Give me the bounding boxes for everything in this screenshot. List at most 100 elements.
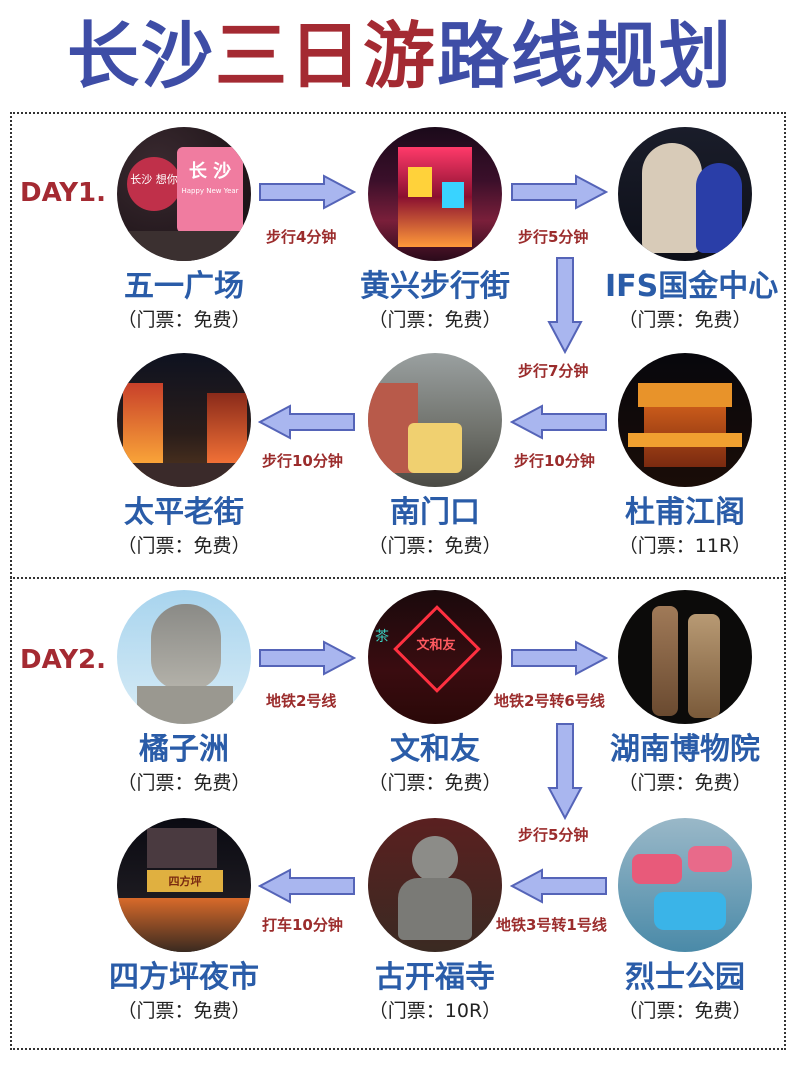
spot-nanmenkou: 南门口 （门票：免费）: [355, 353, 515, 559]
spot-kaifu-temple: 古开福寺 （门票：10R）: [355, 818, 515, 1024]
pink-boat: [688, 846, 732, 872]
spot-name: 古开福寺: [375, 960, 495, 995]
title-part-1: 长沙: [66, 14, 215, 98]
arrow-left-icon: [510, 404, 607, 440]
route-label: 步行4分钟: [266, 228, 337, 246]
heart-balloon-icon: [127, 157, 181, 211]
spot-taiping-street: 太平老街 （门票：免费）: [104, 353, 264, 559]
route-label: 步行10分钟: [262, 452, 343, 470]
spot-name: 黄兴步行街: [360, 269, 510, 304]
route-label: 地铁2号转6号线: [494, 692, 605, 710]
building: [147, 828, 217, 868]
spot-name: 橘子洲: [139, 732, 229, 767]
spot-dufu-pavilion: 杜甫江阁 （门票：11R）: [605, 353, 765, 559]
spot-orange-isle: 橘子洲 （门票：免费）: [104, 590, 264, 796]
route-label: 打车10分钟: [262, 916, 343, 934]
arrow-right-icon: [511, 174, 608, 210]
spot-name: 烈士公园: [625, 960, 745, 995]
spot-photo: [368, 818, 502, 952]
route-label: 步行5分钟: [518, 228, 589, 246]
kaws-figure: [696, 163, 742, 253]
spot-ticket: （门票：免费）: [618, 772, 752, 794]
spot-name: 南门口: [390, 495, 480, 530]
spot-ticket: （门票：免费）: [117, 772, 251, 794]
crowd: [117, 463, 251, 487]
arrow-right-icon: [259, 640, 356, 676]
spot-photo: [618, 818, 752, 952]
page-title: 长沙三日游路线规划: [0, 8, 800, 104]
route-label: 地铁3号转1号线: [496, 916, 607, 934]
spot-photo: 文和友 茶: [368, 590, 502, 724]
neon-sign: [442, 182, 464, 208]
pavilion-roof: [628, 433, 742, 447]
lantern-row: [123, 383, 163, 473]
arrow-left-icon: [258, 868, 355, 904]
arrow-left-icon: [258, 404, 355, 440]
spot-photo: 四方坪: [117, 818, 251, 952]
arrow-left-icon: [510, 868, 607, 904]
spot-name: 文和友: [390, 732, 480, 767]
lantern-row: [207, 393, 247, 473]
monk-statue-head: [412, 836, 458, 882]
route-label: 地铁2号线: [266, 692, 337, 710]
spot-ticket: （门票：11R）: [618, 535, 752, 557]
route-label: 步行5分钟: [518, 826, 589, 844]
route-label: 步行7分钟: [518, 362, 589, 380]
spot-photo: [117, 353, 251, 487]
arrow-down-icon: [547, 723, 583, 820]
spot-photo: [618, 590, 752, 724]
spot-ticket: （门票：免费）: [618, 1000, 752, 1022]
arrow-right-icon: [259, 174, 356, 210]
spot-ticket: （门票：免费）: [368, 309, 502, 331]
pink-boat: [632, 854, 682, 884]
side-sign-text: 茶: [375, 629, 389, 645]
spot-name: 四方坪夜市: [109, 960, 259, 995]
market-sign-text: 四方坪: [168, 875, 202, 888]
arrow-down-icon: [547, 257, 583, 354]
pink-sign-sub: Happy New Year: [181, 187, 239, 195]
pavilion-roof: [638, 383, 732, 407]
pink-sign: [177, 147, 243, 233]
spot-huangxing-street: 黄兴步行街 （门票：免费）: [355, 127, 515, 333]
photo-caption: 长沙 想你: [130, 173, 178, 186]
title-part-2: 三日: [214, 14, 363, 98]
spot-name: 杜甫江阁: [625, 495, 745, 530]
food-stalls: [117, 898, 251, 952]
day-divider: [10, 577, 786, 579]
arrow-right-icon: [511, 640, 608, 676]
neon-sign: [408, 167, 432, 197]
market-sign: [147, 870, 223, 892]
spot-name: 太平老街: [124, 495, 244, 530]
building-strip: [117, 231, 251, 261]
spot-ticket: （门票：10R）: [368, 1000, 502, 1022]
route-frame: [10, 112, 786, 1050]
spot-hunan-museum: 湖南博物院 （门票：免费）: [605, 590, 765, 796]
spot-photo: [618, 353, 752, 487]
spot-sifangping-market: 四方坪 四方坪夜市 （门票：免费）: [104, 818, 264, 1024]
spot-ticket: （门票：免费）: [117, 1000, 251, 1022]
pink-sign-text: 长 沙: [188, 161, 232, 182]
spot-photo: [368, 127, 502, 261]
spot-ticket: （门票：免费）: [368, 535, 502, 557]
wooden-figure: [652, 606, 678, 716]
statue-base: [137, 686, 233, 724]
spot-photo: [618, 127, 752, 261]
spot-ticket: （门票：免费）: [117, 535, 251, 557]
spot-ifs-center: IFS国金中心 （门票：免费）: [605, 127, 778, 333]
blue-boat: [654, 892, 726, 930]
snack-cup: [408, 423, 462, 473]
day1-label: DAY1.: [20, 178, 107, 208]
title-part-4: 路线规划: [437, 14, 734, 98]
route-label: 步行10分钟: [514, 452, 595, 470]
spot-name: 五一广场: [124, 269, 244, 304]
day2-label: DAY2.: [20, 645, 107, 675]
title-part-3: 游: [363, 14, 438, 98]
spot-martyrs-park: 烈士公园 （门票：免费）: [605, 818, 765, 1024]
spot-wenheyou: 文和友 茶 文和友 （门票：免费）: [355, 590, 515, 796]
spot-photo: [368, 353, 502, 487]
spot-ticket: （门票：免费）: [368, 772, 502, 794]
monk-statue-body: [398, 878, 472, 940]
spot-ticket: （门票：免费）: [618, 309, 752, 331]
spot-photo: 长沙 想你 长 沙 Happy New Year: [117, 127, 251, 261]
spot-name: 湖南博物院: [610, 732, 760, 767]
